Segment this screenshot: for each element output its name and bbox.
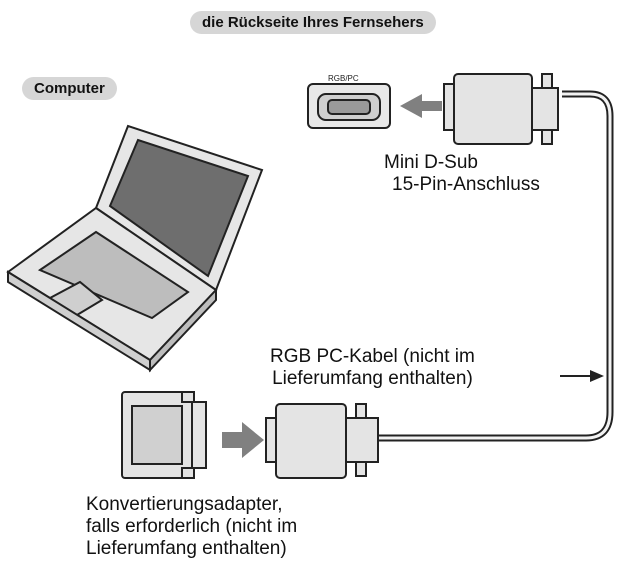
cable-pointer-arrow-icon: [590, 370, 604, 382]
laptop-icon: [6, 124, 264, 373]
cable-label-line2: Lieferumfang enthalten): [272, 368, 473, 389]
computer-label: Computer: [22, 77, 117, 100]
tv-back-label: die Rückseite Ihres Fernsehers: [190, 11, 436, 34]
dsub-label-line2: 15-Pin-Anschluss: [392, 174, 540, 195]
adapter-label: Konvertierungsadapter,falls erforderlich…: [86, 494, 297, 560]
tv-rgb-port: [307, 83, 391, 129]
cable-label-line1: RGB PC-Kabel (nicht im: [270, 346, 475, 367]
arrow-adapter-icon: [222, 422, 264, 458]
dsub-connector-top-icon: [443, 73, 559, 145]
dsub-label-line1: Mini D-Sub: [384, 152, 478, 173]
adapter-label-line2: falls erforderlich (nicht im: [86, 516, 298, 537]
port-label: RGB/PC: [328, 74, 359, 83]
adapter-label-line3: Lieferumfang enthalten): [86, 538, 287, 559]
adapter-label-line1: Konvertierungsadapter,: [86, 494, 283, 515]
dsub-connector-bottom-icon: [265, 403, 379, 479]
adapter-icon: [121, 391, 207, 479]
arrow-to-port-icon: [400, 94, 442, 118]
